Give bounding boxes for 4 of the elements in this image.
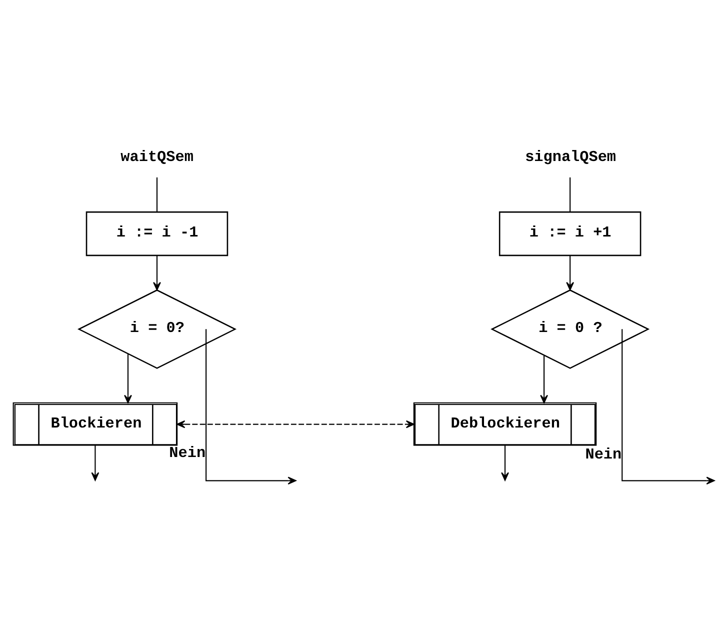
edge-label: Nein	[584, 445, 622, 464]
node-text: signalQSem	[524, 148, 616, 166]
node-text: waitQSem	[120, 148, 193, 166]
edge-label: Nein	[168, 444, 206, 462]
